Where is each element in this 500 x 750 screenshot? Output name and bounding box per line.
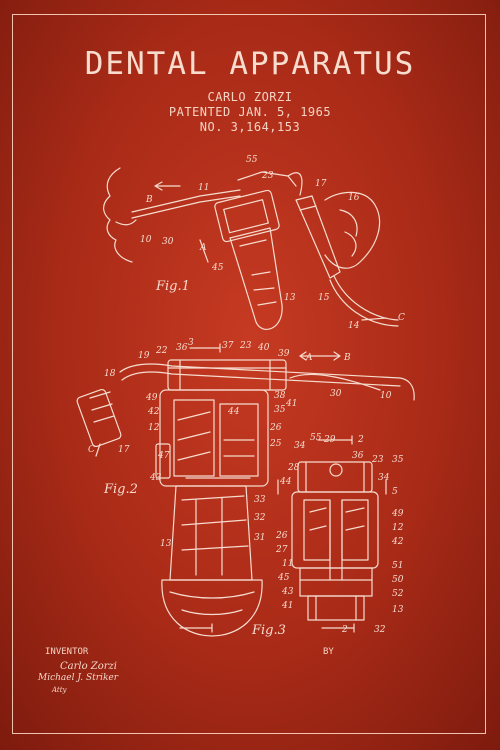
- fig3-ref: 11: [282, 559, 293, 569]
- figure-1-drawing: [103, 167, 399, 330]
- fig1-ref: 55: [246, 155, 258, 165]
- fig2-ref: 36: [176, 343, 188, 353]
- poster-border-frame: [12, 14, 486, 734]
- fig2-ref: 23: [239, 341, 252, 351]
- fig1-ref: 17: [315, 179, 327, 189]
- fig3-ref: 27: [275, 545, 288, 555]
- fig3-ref: 35: [392, 455, 404, 465]
- fig2-ref: 12: [148, 423, 160, 433]
- fig3-ref: 51: [392, 561, 403, 571]
- fig3-ref: 36: [352, 451, 364, 461]
- fig2-ref: 18: [104, 369, 116, 379]
- inventor-name: CARLO ZORZI: [207, 90, 293, 104]
- figure-3-drawing: [277, 435, 387, 633]
- fig3-label: Fig.3: [251, 623, 286, 638]
- fig2-ref: 3: [188, 338, 194, 348]
- fig3-ref: 45: [277, 573, 290, 583]
- fig3-ref: 34: [294, 441, 306, 451]
- attorney-title: Atty: [52, 686, 67, 694]
- fig3-ref: 44: [279, 477, 292, 487]
- fig2-ref: 42: [147, 407, 160, 417]
- fig3-ref: 2: [341, 625, 348, 635]
- figure-2-drawing: [76, 343, 415, 637]
- fig2-ref: 10: [380, 391, 392, 401]
- patent-number: NO. 3,164,153: [199, 120, 301, 134]
- fig3-ref: 26: [275, 531, 288, 541]
- fig2-label: Fig.2: [103, 482, 138, 497]
- fig1-ref: 16: [348, 193, 360, 203]
- fig2-ref: 44: [227, 407, 240, 417]
- fig1-ref: 11: [198, 183, 209, 193]
- fig2-ref: 30: [330, 389, 342, 399]
- fig3-ref: 49: [391, 509, 404, 519]
- fig3-ref: 23: [371, 455, 384, 465]
- fig2-ref: 39: [278, 349, 290, 359]
- fig2-ref: 17: [118, 445, 130, 455]
- fig1-ref: 23: [261, 171, 274, 181]
- fig2-ref: B: [343, 353, 351, 363]
- inventor-signature: Carlo Zorzi: [60, 661, 118, 672]
- fig2-reference-numbers: 19 22 36 37 23 40 39 18 49 42 12 47 43 4…: [88, 338, 392, 549]
- fig3-ref: 50: [392, 575, 404, 585]
- fig2-ref: 19: [138, 351, 150, 361]
- fig3-ref: 28: [287, 463, 300, 473]
- fig1-ref: 30: [162, 237, 174, 247]
- fig3-ref: 2: [357, 435, 364, 445]
- fig2-ref: 38: [274, 391, 286, 401]
- fig3-ref: 12: [392, 523, 404, 533]
- fig2-ref: 43: [149, 473, 162, 483]
- fig2-ref: 47: [157, 451, 170, 461]
- fig1-label: Fig.1: [155, 279, 190, 294]
- fig2-ref: 13: [160, 539, 172, 549]
- fig3-ref: 43: [281, 587, 294, 597]
- fig2-ref: 41: [285, 399, 297, 409]
- fig2-ref: 25: [269, 439, 282, 449]
- fig3-ref: 52: [392, 589, 404, 599]
- fig3-reference-numbers: 34 55 29 2 28 36 23 35 44 34 5 26 27 11 …: [275, 433, 404, 635]
- fig3-ref: 29: [323, 435, 336, 445]
- fig2-ref: 49: [145, 393, 158, 403]
- fig1-ref: 10: [140, 235, 152, 245]
- fig2-ref: 37: [222, 341, 234, 351]
- fig2-ref: 40: [257, 343, 270, 353]
- fig1-ref: B: [145, 195, 153, 205]
- fig1-ref: A: [199, 243, 207, 253]
- fig3-ref: 5: [392, 487, 398, 497]
- fig3-ref: 41: [281, 601, 293, 611]
- fig2-ref: A: [305, 353, 313, 363]
- fig3-ref: 34: [378, 473, 390, 483]
- fig2-ref: 31: [254, 533, 265, 543]
- attorney-signature: Michael J. Striker: [38, 673, 119, 683]
- patent-date: PATENTED JAN. 5, 1965: [168, 105, 332, 119]
- fig3-ref: 32: [374, 625, 386, 635]
- fig2-ref: C: [88, 445, 95, 455]
- fig1-ref: 13: [284, 293, 296, 303]
- by-label: BY: [323, 647, 334, 657]
- fig2-ref: 26: [269, 423, 282, 433]
- fig3-ref: 42: [391, 537, 404, 547]
- fig2-ref: 33: [254, 495, 266, 505]
- fig2-ref: 35: [274, 405, 286, 415]
- fig3-ref: 55: [310, 433, 322, 443]
- inventor-label: INVENTOR: [45, 647, 89, 657]
- fig1-ref: C: [398, 313, 405, 323]
- fig2-ref: 32: [254, 513, 266, 523]
- fig1-ref: 15: [318, 293, 330, 303]
- fig3-ref: 13: [392, 605, 404, 615]
- poster-title: DENTAL APPARATUS: [84, 46, 416, 82]
- fig1-ref: 45: [211, 263, 224, 273]
- fig2-ref: 22: [155, 346, 168, 356]
- fig1-ref: 14: [348, 321, 360, 331]
- fig1-reference-numbers: 55 23 11 17 16 10 30 A 45 13 15 14 C B: [140, 155, 405, 331]
